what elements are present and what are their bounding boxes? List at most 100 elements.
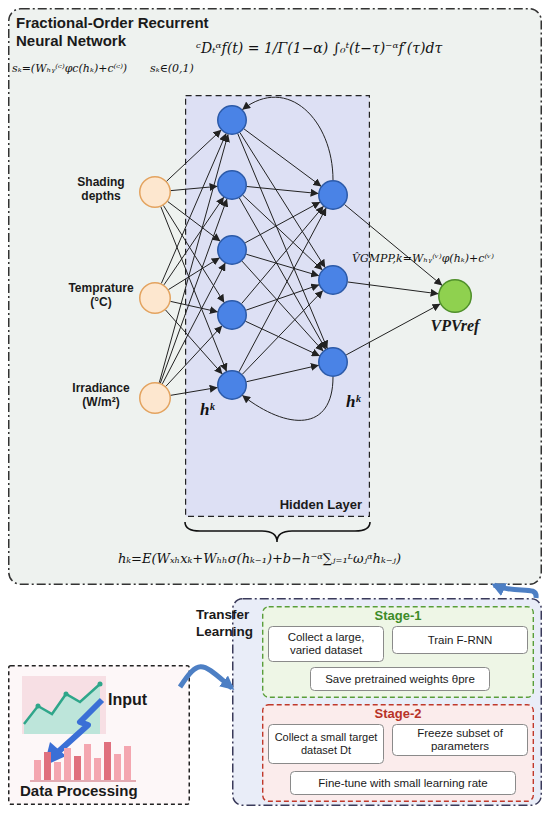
gate-formula: sₖ=(Wₕᵧ⁽ᶜ⁾φc(hₖ)+c⁽ᶜ⁾) [12, 62, 127, 75]
process-arrow [58, 700, 102, 752]
neural-connection [247, 365, 319, 381]
data-bar [84, 744, 91, 780]
output-neuron: VPVref [438, 279, 472, 313]
neuron-circle [218, 301, 247, 330]
hidden-neuron [318, 265, 348, 295]
chart-line [24, 684, 100, 724]
node-outline [217, 170, 247, 200]
neural-connection [239, 208, 326, 372]
node-outline [139, 176, 171, 208]
neural-connection [243, 97, 333, 180]
output-formula: V̂GMPP,k=Wₕᵧ⁽ᵛ⁾φ(hₖ)+c⁽ᵛ⁾ [352, 252, 494, 265]
process-arrow-head [44, 742, 66, 766]
step-box: Fine-tune with small learning rate [290, 771, 516, 795]
stage-box: Stage-1Collect a large, varied dataset Tr… [262, 606, 534, 698]
neural-connection [159, 135, 228, 383]
neural-connection [242, 291, 322, 374]
data-bar [54, 762, 61, 780]
hidden-neuron [318, 180, 348, 210]
box-outline [233, 599, 542, 806]
neuron-circle [439, 280, 472, 313]
neural-connection [168, 202, 220, 241]
state-label: hᵏ [346, 392, 360, 412]
input-label: Temprature (°C) [61, 281, 141, 309]
step-text: Freeze subset of parameters [392, 724, 528, 756]
box-outline [393, 725, 528, 756]
neural-connection [348, 282, 438, 294]
step-text: Collect a small target dataset Dt [268, 724, 384, 764]
hidden-neuron [217, 170, 247, 200]
hidden-layer-label: Hidden Layer [280, 497, 362, 512]
data-bar [104, 742, 111, 780]
gate-range: sₖ∈(0,1) [150, 62, 194, 75]
step-box: Train F-RNN [392, 626, 528, 654]
node-outline [217, 235, 247, 265]
node-outline [217, 105, 247, 135]
stage-heading: Stage-2 [262, 706, 534, 721]
neural-connection [162, 263, 225, 384]
neural-connection [161, 207, 227, 371]
neural-connection [171, 186, 217, 190]
neuron-circle [140, 383, 171, 414]
neural-connection [245, 202, 320, 243]
neural-connection [166, 310, 223, 374]
neural-connection [164, 197, 224, 284]
neural-connection [346, 304, 440, 355]
hidden-layer-box: Hidden Layer [185, 95, 370, 517]
input-neuron: Temprature (°C) [139, 282, 171, 314]
stage-box: Stage-2Collect a small target dataset Dt… [262, 704, 534, 802]
box-outline [311, 668, 490, 691]
data-bar [34, 760, 41, 780]
box-outline [9, 9, 542, 585]
neural-connection [242, 261, 323, 351]
data-bar [44, 752, 51, 780]
step-box: Collect a large, varied dataset [268, 626, 384, 662]
input-neuron: Shading depths [139, 176, 171, 208]
data-bar [74, 756, 81, 780]
caputo-formula: ᶜDₜᵅf(t) = 1/Γ(1−α) ∫₀ᵗ(t−τ)⁻ᵅf′(τ)dτ [196, 40, 442, 56]
hidden-neuron [318, 347, 348, 377]
neuron-circle [319, 266, 348, 295]
chart-background [22, 676, 106, 734]
chart-point [64, 692, 69, 697]
neuron-circle [218, 171, 247, 200]
neural-connection [247, 187, 318, 194]
node-outline [217, 370, 247, 400]
neural-connection [246, 321, 320, 355]
neural-connection [240, 133, 325, 268]
data-processing-label: Data Processing [20, 782, 138, 799]
neural-connection [166, 326, 222, 386]
data-processing-box: InputData Processing [8, 665, 190, 805]
transfer-learning-box: Transfer LearningStage-1Collect a large,… [232, 598, 542, 806]
neuron-circle [319, 181, 348, 210]
neuron-circle [218, 236, 247, 265]
step-text: Fine-tune with small learning rate [290, 771, 516, 795]
stage-heading: Stage-1 [262, 608, 534, 623]
chart-point [36, 704, 41, 709]
neuron-circle [218, 371, 247, 400]
transfer-learning-label: Transfer Learning [196, 606, 262, 640]
box-outline [393, 627, 528, 654]
hidden-neuron [217, 300, 247, 330]
neural-connection [243, 377, 333, 420]
hidden-neuron [217, 235, 247, 265]
bar-axis [30, 780, 136, 781]
neural-connection [244, 129, 321, 186]
chart-point [98, 682, 103, 687]
node-outline [139, 282, 171, 314]
step-box: Freeze subset of parameters [392, 724, 528, 756]
hidden-neuron [217, 105, 247, 135]
node-outline [139, 382, 171, 414]
neuron-circle [140, 283, 171, 314]
input-label: Input [108, 691, 147, 709]
neural-connection [238, 134, 327, 348]
node-outline [318, 180, 348, 210]
box-outline [269, 725, 384, 764]
box-outline [9, 666, 190, 805]
neural-connection [246, 254, 318, 275]
box-outline [263, 705, 534, 802]
neuron-circle [319, 348, 348, 377]
panel-title: Fractional-Order Recurrent Neural Networ… [16, 14, 246, 50]
neural-connection [242, 207, 324, 304]
